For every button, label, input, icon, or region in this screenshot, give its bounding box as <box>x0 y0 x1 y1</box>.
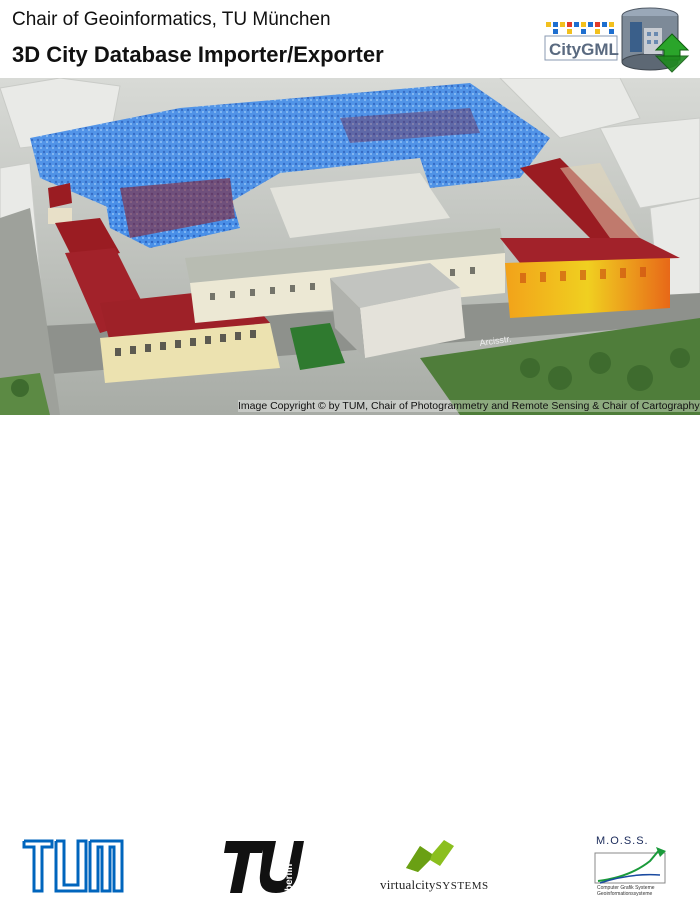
tu-berlin-logo: berlin <box>224 841 304 893</box>
street-left <box>0 208 60 415</box>
street-label: Arcisstr. <box>479 334 512 348</box>
vcs-leaf-icon <box>406 840 454 872</box>
vcs-text-b: SYSTEMS <box>435 880 489 892</box>
front-building <box>330 263 465 358</box>
city-model-render: Arcisstr. <box>0 78 700 415</box>
citygml-squares <box>546 22 614 34</box>
point-cloud <box>30 83 550 248</box>
tower-roof <box>48 183 72 208</box>
app-title: 3D City Database Importer/Exporter <box>12 42 384 67</box>
courtyard <box>270 173 450 238</box>
moss-logo-text: M.O.S.S. <box>596 835 649 847</box>
vcs-text-a: virtualcity <box>380 877 436 892</box>
citygml-logo-text: CityGML <box>549 40 619 59</box>
citygml-logo: CityGML <box>544 7 690 73</box>
header: Chair of Geoinformatics, TU München 3D C… <box>0 0 700 78</box>
tum-logo <box>22 839 124 893</box>
city-3d-scene: Arcisstr. <box>0 78 700 415</box>
trees <box>11 348 690 397</box>
moss-logo-sub: Computer Grafik Systeme Geoinformationss… <box>597 885 655 897</box>
moss-logo <box>594 847 666 884</box>
svg-text:berlin: berlin <box>284 864 295 891</box>
institution-title: Chair of Geoinformatics, TU München <box>12 9 331 30</box>
database-arrow-icon <box>621 7 690 73</box>
vcs-logo-text: virtualcitySYSTEMS <box>380 877 489 893</box>
tower-wall <box>48 208 72 224</box>
right-building <box>500 158 680 318</box>
front-lawn <box>290 323 345 370</box>
background-buildings <box>0 78 700 309</box>
image-copyright: Image Copyright © by TUM, Chair of Photo… <box>238 400 700 412</box>
footer-logos: berlin virtualcitySYSTEMS M.O.S.S. Compu… <box>0 415 700 897</box>
